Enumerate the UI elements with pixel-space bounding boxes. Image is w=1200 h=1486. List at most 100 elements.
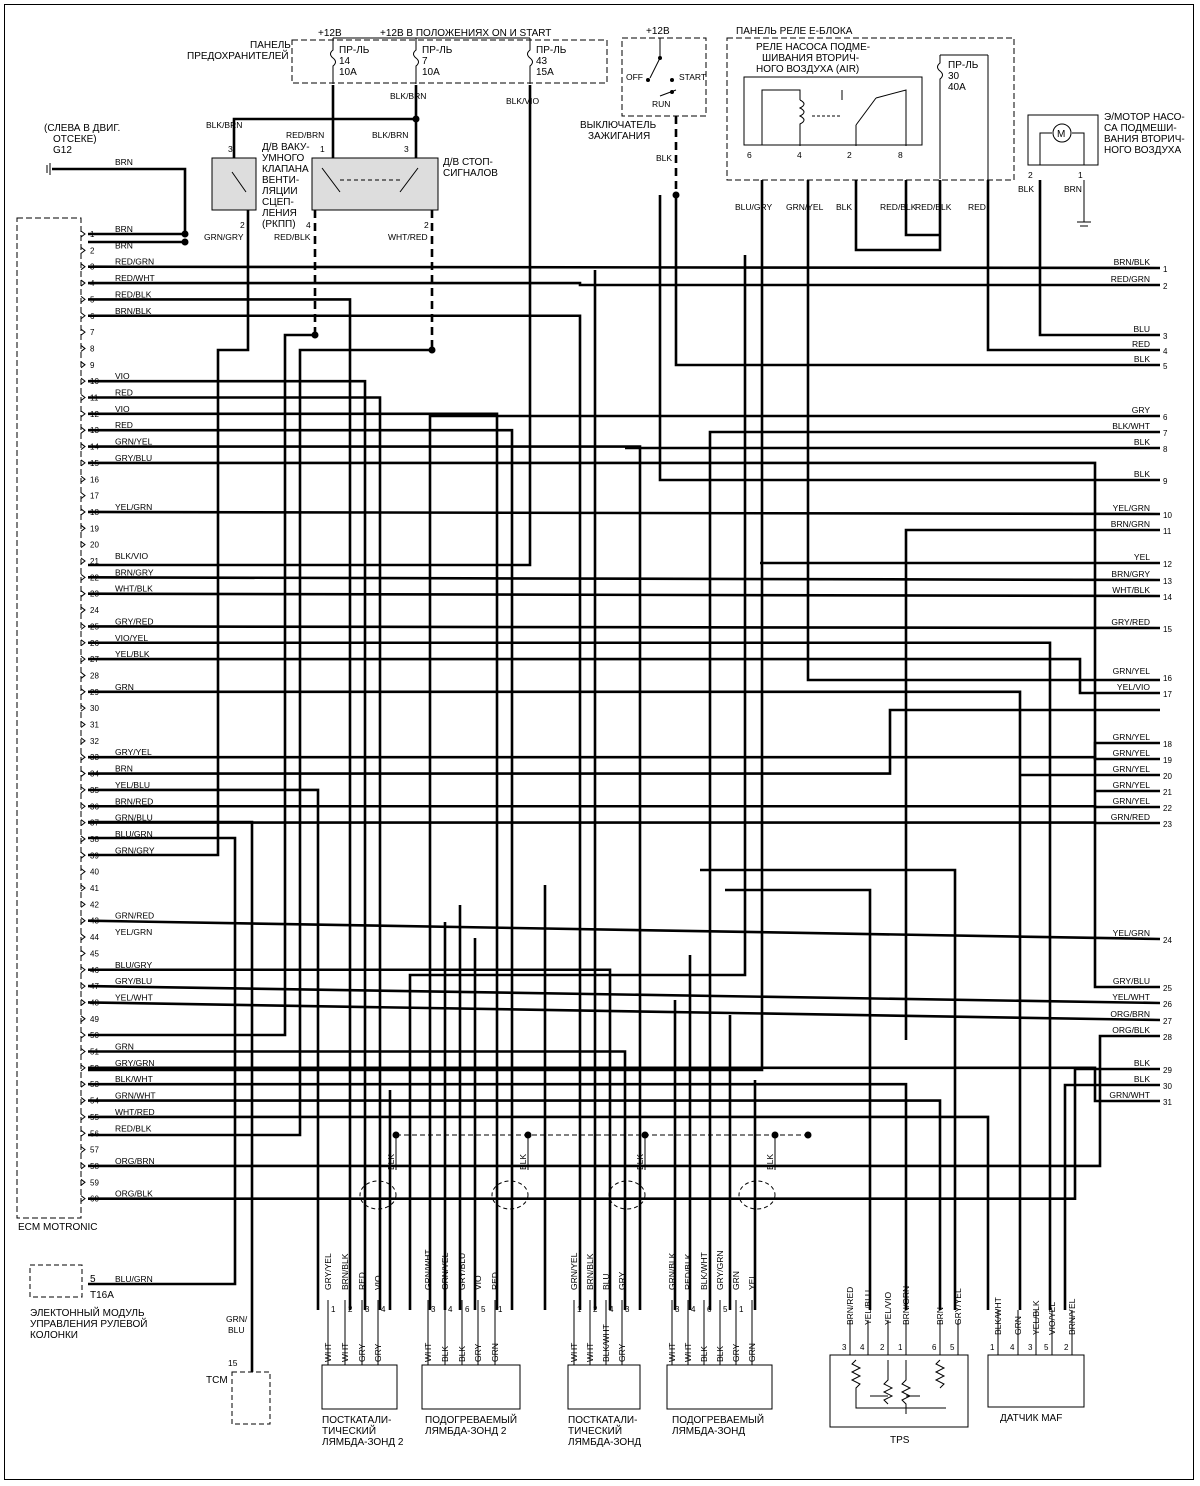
right-pin-number: 18 xyxy=(1163,740,1172,749)
tps-box xyxy=(829,1354,969,1428)
ecm-pin-chevron xyxy=(80,279,86,287)
right-pin-color: YEL xyxy=(1134,552,1150,562)
maf-wire-color: YEL/BLK xyxy=(1031,1300,1041,1335)
motor-icon xyxy=(1052,123,1072,143)
right-pin-number: 26 xyxy=(1163,1000,1172,1009)
right-pin-color: BRN/BLK xyxy=(1114,257,1151,267)
sensor-inner-color: WHT xyxy=(585,1343,595,1362)
wl-blk-vio: BLK/VIO xyxy=(506,96,539,106)
right-pin-number: 2 xyxy=(1163,282,1168,291)
shield-icon xyxy=(738,1180,776,1210)
ecm-pin-number: 40 xyxy=(90,868,99,877)
sensor-wire-color: RED xyxy=(490,1272,500,1290)
ecm-pin-chevron xyxy=(80,230,86,238)
wire xyxy=(88,314,582,1310)
sensor-wire-color: GRN xyxy=(731,1271,741,1290)
ecm-pin-color: GRY/BLU xyxy=(115,976,152,986)
sensor-pin: 4 xyxy=(609,1305,614,1314)
right-pin-color: BLU xyxy=(1133,324,1150,334)
wire xyxy=(88,708,1160,775)
ecm-pin-chevron xyxy=(80,917,86,925)
diagram-frame xyxy=(4,4,1194,1480)
svg-text:3: 3 xyxy=(404,144,409,154)
ecm-pin-color: RED/BLK xyxy=(115,289,152,299)
wl-red: RED xyxy=(968,202,986,212)
ecm-pin-chevron xyxy=(80,1097,86,1104)
ecm-pin-chevron xyxy=(80,492,86,499)
sensor-pin: 3 xyxy=(431,1305,436,1314)
right-pin-number: 9 xyxy=(1163,477,1168,486)
wire xyxy=(88,641,1052,1310)
wire xyxy=(88,1067,1160,1200)
right-pin-color: BLK/WHT xyxy=(1112,421,1150,431)
middle-wires xyxy=(87,255,1161,1310)
wl-brn: BRN xyxy=(115,157,133,167)
fuse7-l1: ПР-ЛЬ xyxy=(422,45,453,56)
sensor-inner-color: WHT xyxy=(323,1343,333,1362)
ecm-pin-chevron xyxy=(80,966,86,974)
wl-blu-gry: BLU/GRY xyxy=(735,202,772,212)
fuse30-symbol xyxy=(937,55,943,179)
wire xyxy=(87,919,1161,941)
right-pin-color: BRN/GRY xyxy=(1111,569,1150,579)
ecm-pin-color: BLK/WHT xyxy=(115,1074,153,1084)
right-pin-color: RED xyxy=(1132,339,1150,349)
ignition-label-1: ВЫКЛЮЧАТЕЛЬ xyxy=(580,120,657,131)
right-pin-number: 22 xyxy=(1163,804,1172,813)
ecm-pin-chevron xyxy=(80,737,86,745)
wl-red-brn: RED/BRN xyxy=(286,130,324,140)
shield-blk: BLK xyxy=(635,1154,645,1170)
wire xyxy=(88,755,1160,761)
svg-text:1: 1 xyxy=(1078,170,1083,180)
sensor-inner-color: GRN xyxy=(747,1343,757,1362)
maf-pin: 2 xyxy=(1064,1343,1069,1352)
right-pin-color: GRN/YEL xyxy=(1113,796,1151,806)
ecm-pin-chevron xyxy=(80,361,86,369)
vac-valve-l6: СЦЕП- xyxy=(262,197,294,208)
ecm-name: ECM MOTRONIC xyxy=(18,1222,97,1233)
tcm-wire-l2: BLU xyxy=(228,1325,245,1335)
sensor-wire-color: RED/BLK xyxy=(683,1253,693,1290)
steer-l2: УПРАВЛЕНИЯ РУЛЕВОЙ xyxy=(30,1317,147,1330)
wire xyxy=(87,592,1161,598)
ecm-pin-chevron xyxy=(80,721,86,728)
ecm-pin-color: BRN xyxy=(115,240,133,250)
ecm-pin-chevron xyxy=(80,524,86,532)
sensor-wire-color: GRN/BLK xyxy=(667,1252,677,1290)
sensor-label: ЛЯМБДА-ЗОНД xyxy=(568,1437,641,1448)
wl-red-blk: RED/BLK xyxy=(274,232,311,242)
fuse14-l2: 14 xyxy=(339,56,351,67)
wire xyxy=(87,1001,1161,1022)
sensor-pin: 1 xyxy=(331,1305,336,1314)
ecm-pin-color: RED/BLK xyxy=(115,1123,152,1133)
wire xyxy=(87,625,1161,630)
right-pin-number: 6 xyxy=(1163,413,1168,422)
ecm-pin-number: 20 xyxy=(90,541,99,550)
maf-box xyxy=(987,1354,1085,1408)
ecm-pin-color: GRN/GRY xyxy=(115,845,155,855)
ignition-off: OFF xyxy=(626,72,643,82)
shield-junction xyxy=(804,1131,812,1139)
tps-wire-color: BRN/RED xyxy=(845,1287,855,1325)
tps-pin: 4 xyxy=(860,1343,865,1352)
right-pin-number: 30 xyxy=(1163,1082,1172,1091)
sensor-pin: 1 xyxy=(577,1305,582,1314)
right-pin-number: 4 xyxy=(1163,347,1168,356)
g12-l2: ОТСЕКЕ) xyxy=(53,134,97,145)
fuse43-l2: 43 xyxy=(536,56,548,67)
ecm-pin-chevron xyxy=(80,312,86,320)
wl-blk-brn-c: BLK/BRN xyxy=(372,130,408,140)
motor-l1: Э/МОТОР НАСО- xyxy=(1104,112,1185,123)
ecm-pin-chevron xyxy=(80,999,86,1006)
right-pin-color: GRN/YEL xyxy=(1113,764,1151,774)
sensor-box xyxy=(666,1364,773,1410)
ecm-pin-color: GRN xyxy=(115,1042,134,1052)
right-pin-color: YEL/GRN xyxy=(1113,503,1150,513)
sensor-box xyxy=(321,1364,398,1410)
right-pin-number: 11 xyxy=(1163,527,1172,536)
shield-blk: BLK xyxy=(386,1154,396,1170)
ecm-pin-color: ORG/BLK xyxy=(115,1189,153,1199)
tcm-pin: 15 xyxy=(228,1358,238,1368)
sensor-wire-color: BLK/WHT xyxy=(699,1252,709,1290)
ecm-pin-chevron xyxy=(80,819,86,826)
